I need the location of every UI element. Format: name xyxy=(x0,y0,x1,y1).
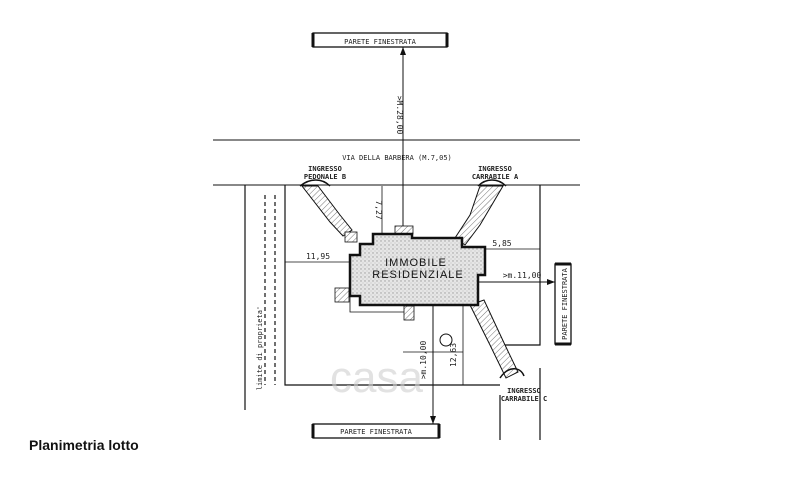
entry-b-label-1: INGRESSO xyxy=(308,165,342,173)
entry-a-driveway: INGRESSO CARRABILE A xyxy=(454,165,519,246)
property-limit-label: limite di proprieta' xyxy=(256,306,264,390)
dim-585-label: 5,85 xyxy=(492,239,511,248)
lot-boundary xyxy=(244,185,541,440)
dim-1195-label: 11,95 xyxy=(306,252,330,261)
dim-1263-label: 12,63 xyxy=(449,343,458,367)
entry-c-driveway: INGRESSO CARRABILE C xyxy=(469,299,547,403)
wall-right-label: PARETE FINESTRATA xyxy=(561,267,569,339)
street-label: VIA DELLA BARBERA (M.7,05) xyxy=(342,154,452,162)
dim-727-label: 7,27 xyxy=(374,200,383,219)
entry-b-label-2: PEDONALE B xyxy=(304,173,346,181)
dimension-right: >m.11,00 xyxy=(478,271,555,285)
entry-a-label-1: INGRESSO xyxy=(478,165,512,173)
building-label-1: IMMOBILE xyxy=(385,257,447,269)
dimension-585: 5,85 xyxy=(485,239,540,250)
dim-top-label: >M.28,00 xyxy=(395,96,404,135)
wall-bottom-label: PARETE FINESTRATA xyxy=(340,428,412,436)
dim-1000-label: >m.10,00 xyxy=(419,341,428,380)
window-wall-right: PARETE FINESTRATA xyxy=(554,262,572,346)
entry-c-label-2: CARRABILE C xyxy=(501,395,547,403)
dimension-1195: 11,95 xyxy=(285,252,350,263)
dimension-top: >M.28,00 xyxy=(395,47,406,230)
street: VIA DELLA BARBERA (M.7,05) xyxy=(213,139,580,186)
window-wall-bottom: PARETE FINESTRATA xyxy=(311,423,441,439)
terrace-line xyxy=(349,296,404,313)
caption: Planimetria lotto xyxy=(29,437,139,453)
dimension-727: 7,27 xyxy=(374,186,383,234)
wall-top-label: PARETE FINESTRATA xyxy=(344,38,416,46)
entry-a-label-2: CARRABILE A xyxy=(472,173,519,181)
watermark: casa xyxy=(330,353,423,402)
building: IMMOBILE RESIDENZIALE xyxy=(348,232,487,307)
dimension-1263: 12,63 xyxy=(403,305,464,385)
dim-right-label: >m.11,00 xyxy=(503,271,542,280)
dimension-1000: >m.10,00 xyxy=(419,305,436,424)
building-label-2: RESIDENZIALE xyxy=(372,269,463,281)
entry-b-walkway: INGRESSO PEDONALE B xyxy=(299,165,353,237)
window-wall-top: PARETE FINESTRATA xyxy=(311,32,449,48)
entry-c-label-1: INGRESSO xyxy=(507,387,541,395)
